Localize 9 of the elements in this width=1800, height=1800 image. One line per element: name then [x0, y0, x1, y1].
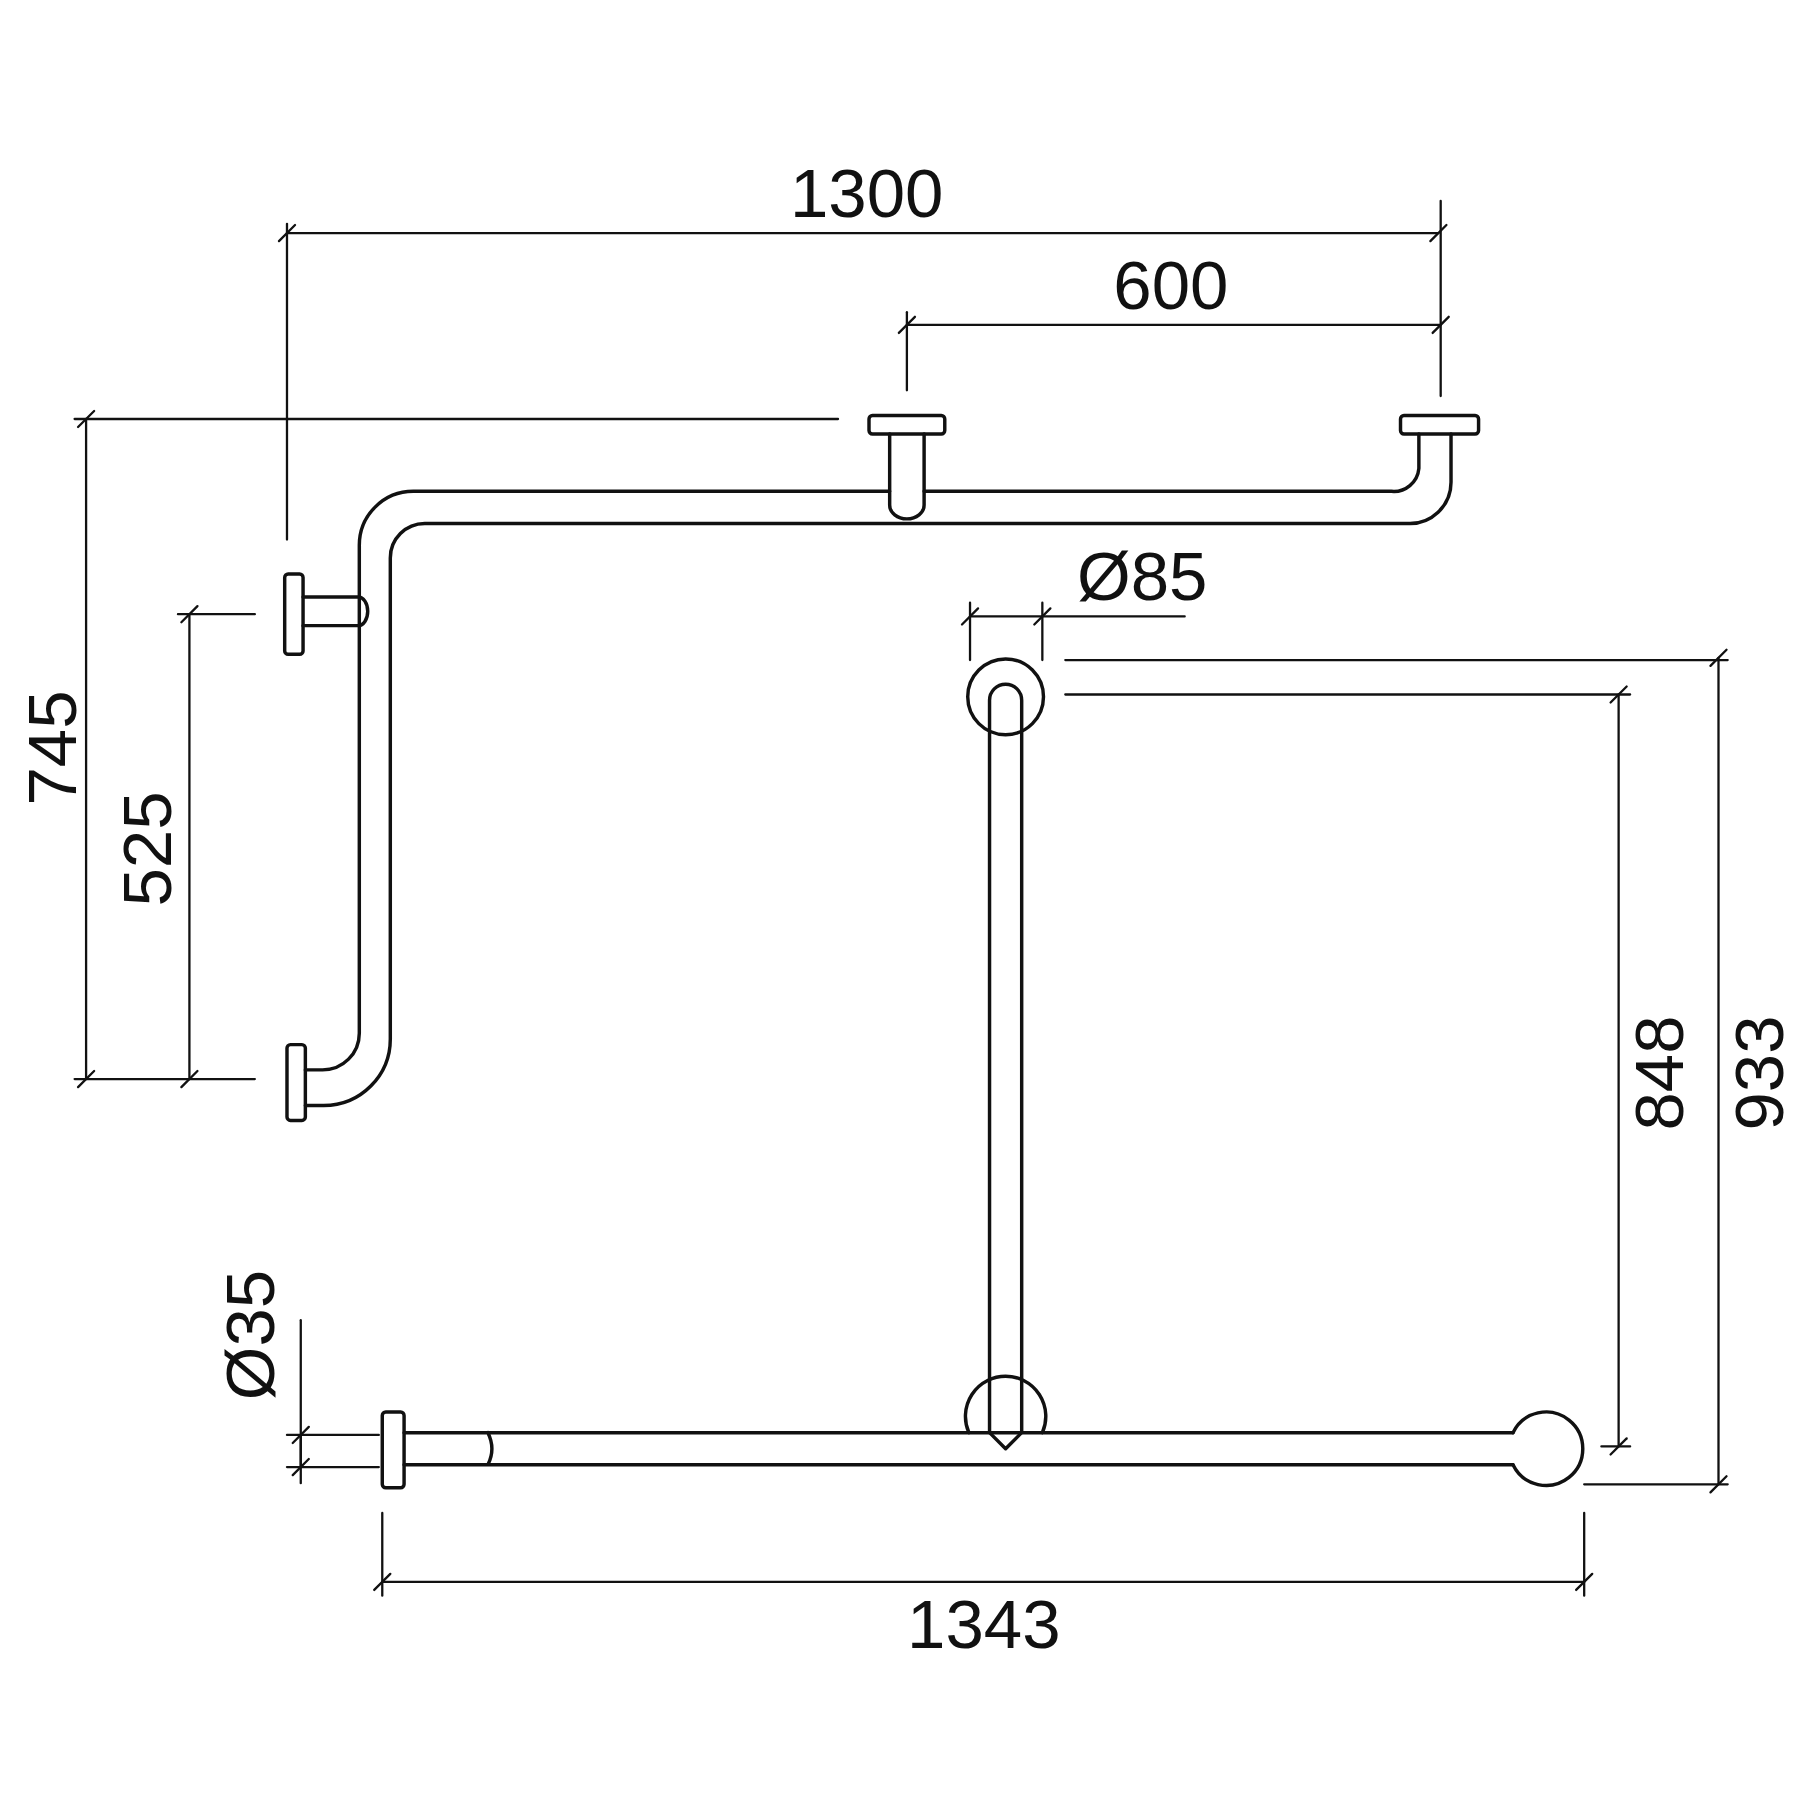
dimension-label: 745 — [17, 690, 87, 807]
dimension-label: Ø85 — [1077, 541, 1208, 611]
dimension-label: 1343 — [907, 1589, 1061, 1659]
dimension-label: 1300 — [789, 158, 944, 228]
dimension-label: Ø35 — [215, 1269, 285, 1401]
dimension-label: 933 — [1724, 1015, 1794, 1131]
dimension-label: 848 — [1624, 1015, 1694, 1131]
dimension-label: 525 — [112, 791, 182, 908]
dimension-label: 600 — [1113, 250, 1229, 320]
